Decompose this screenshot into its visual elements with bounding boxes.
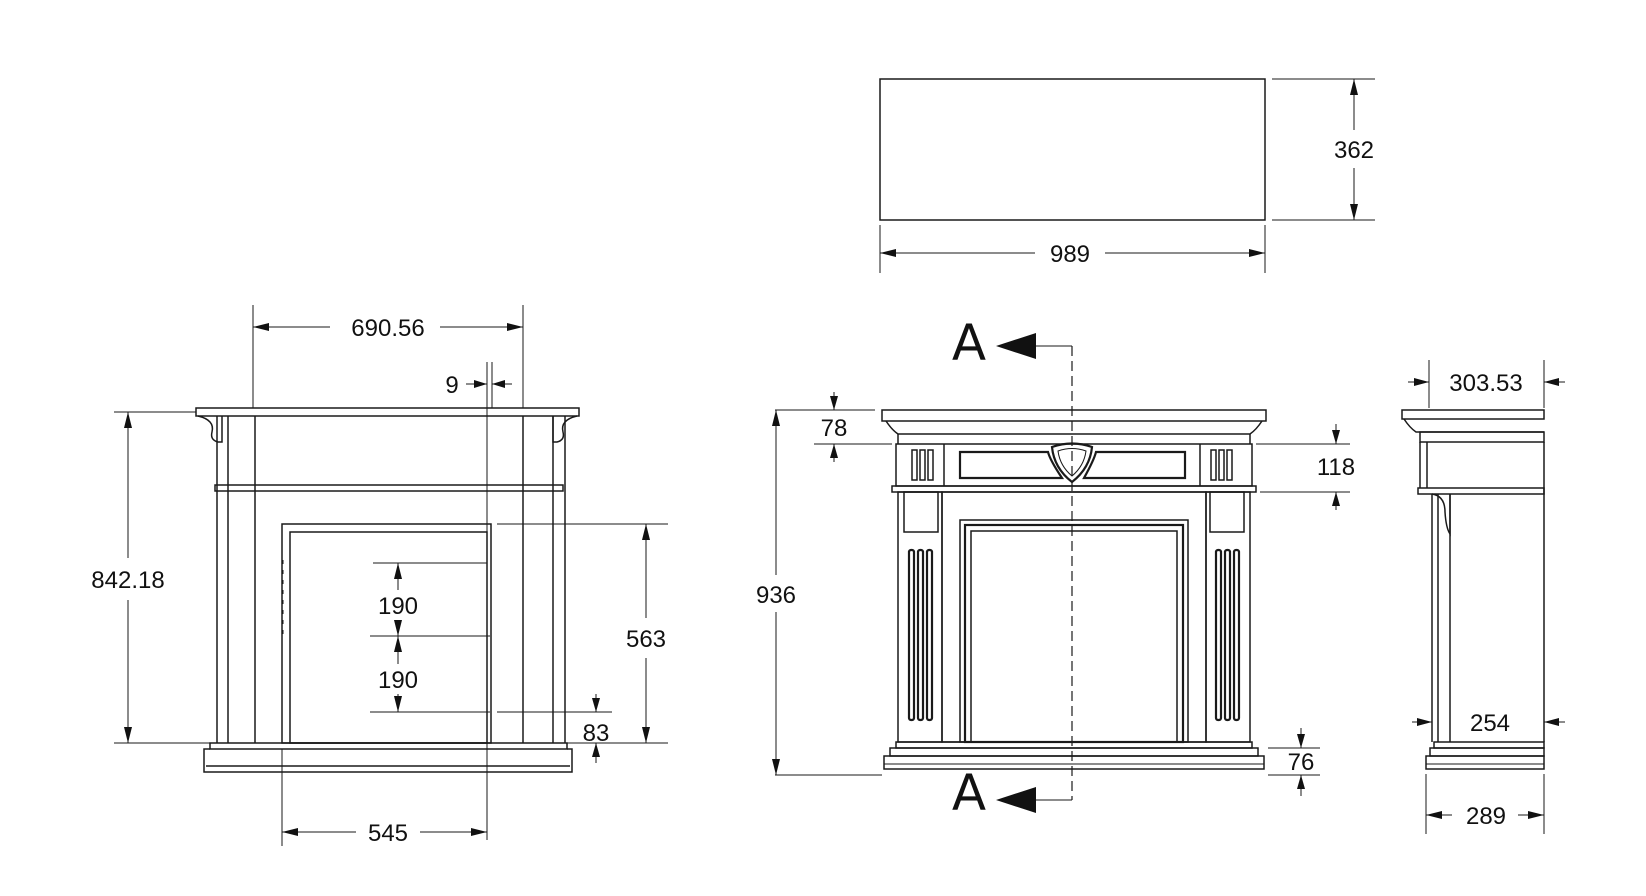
side-leg-depth-dimension: 254 bbox=[1470, 710, 1510, 737]
side-shelf-band bbox=[1417, 487, 1545, 495]
section-opening-outer bbox=[281, 523, 492, 744]
section-view: 690.56 9 842.18 563 190 190 bbox=[91, 305, 668, 847]
front-view: A A 936 78 118 76 bbox=[756, 314, 1355, 822]
section-lip-dimension: 9 bbox=[445, 372, 458, 399]
panel-lower-dimension: 190 bbox=[378, 667, 418, 694]
section-opening-inner bbox=[289, 531, 488, 744]
front-shelf-band bbox=[891, 485, 1257, 493]
top-width-dimension: 989 bbox=[1050, 241, 1090, 268]
side-top-depth-dimension: 303.53 bbox=[1449, 370, 1522, 397]
section-label-top: A bbox=[952, 314, 986, 372]
side-top bbox=[1401, 409, 1545, 420]
section-opening-height-dimension: 563 bbox=[626, 626, 666, 653]
frieze-right-panel bbox=[1082, 450, 1187, 480]
left-corbel bbox=[197, 415, 223, 443]
front-plinth bbox=[883, 755, 1265, 770]
front-opening-inner bbox=[970, 530, 1178, 743]
front-top-band-dimension: 78 bbox=[821, 415, 848, 442]
front-cornice-moulding bbox=[885, 420, 1263, 435]
top-depth-dimension: 362 bbox=[1334, 137, 1374, 164]
section-height-dimension: 842.18 bbox=[91, 567, 164, 594]
section-label-bottom: A bbox=[952, 764, 986, 822]
front-cornice bbox=[881, 409, 1267, 422]
side-base bbox=[1433, 741, 1545, 749]
section-base-top bbox=[209, 742, 568, 750]
side-base-depth-dimension: 289 bbox=[1466, 803, 1506, 830]
side-view: 303.53 254 289 bbox=[1401, 360, 1565, 834]
section-base-offset-dimension: 83 bbox=[583, 720, 610, 747]
section-arrow-top bbox=[996, 333, 1036, 359]
side-corbel bbox=[1431, 493, 1451, 537]
front-opening-outer bbox=[959, 519, 1189, 743]
top-view: 989 362 bbox=[879, 78, 1375, 273]
side-plinth bbox=[1425, 755, 1545, 770]
side-cornice-moulding bbox=[1403, 418, 1544, 433]
top-view-outline bbox=[879, 78, 1266, 221]
section-inner-width-dimension: 690.56 bbox=[351, 315, 424, 342]
front-height-dimension: 936 bbox=[756, 582, 796, 609]
section-arrow-bottom bbox=[996, 787, 1036, 813]
right-corbel bbox=[552, 415, 578, 443]
panel-upper-dimension: 190 bbox=[378, 593, 418, 620]
front-plinth-dimension: 76 bbox=[1288, 749, 1315, 776]
frieze-left-panel bbox=[958, 450, 1065, 480]
section-opening-width-dimension: 545 bbox=[368, 820, 408, 847]
section-plinth bbox=[203, 748, 573, 773]
section-mid-band bbox=[214, 484, 564, 492]
section-top-shelf bbox=[195, 407, 580, 417]
front-frieze-dimension: 118 bbox=[1317, 454, 1355, 481]
